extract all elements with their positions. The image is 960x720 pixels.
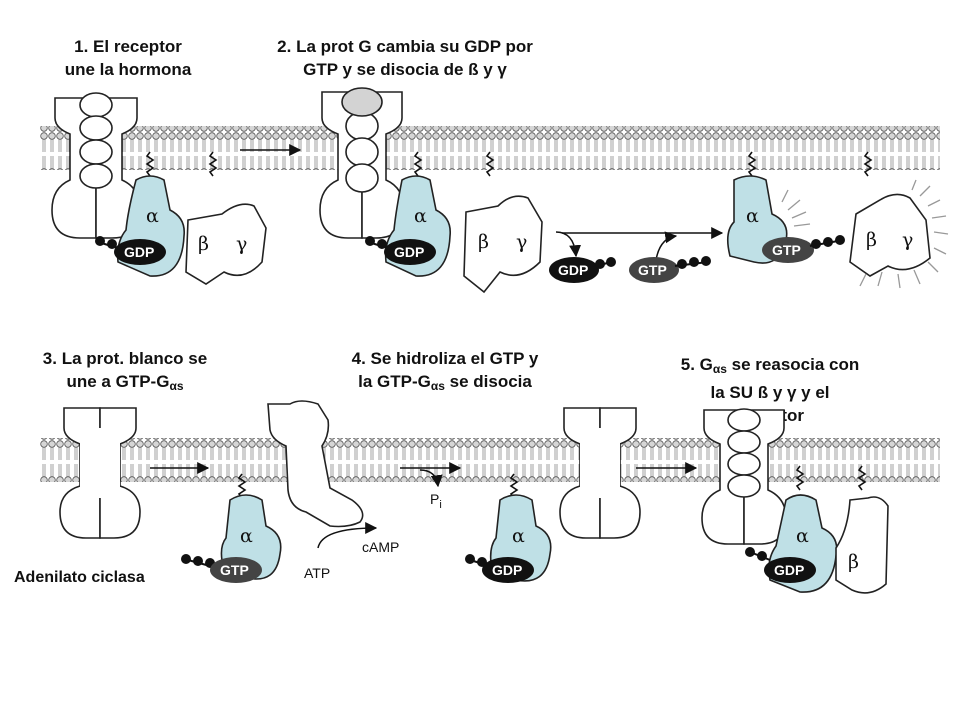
- gdp-text-step4: GDP: [492, 562, 522, 578]
- gbeta-gamma-free: [849, 193, 931, 277]
- gamma-label-1: γ: [236, 233, 247, 255]
- step3-line1: La prot. blanco se: [61, 349, 208, 368]
- pi-label: Pi: [430, 491, 442, 511]
- gdp-text-1: GDP: [124, 244, 154, 260]
- step4-caption: 4. Se hidroliza el GTP y la GTP-Gαs se d…: [320, 347, 570, 398]
- pi-p: P: [430, 491, 439, 507]
- free-gdp-text: GDP: [558, 262, 588, 278]
- step2-caption: 2. La prot G cambia su GDP por GTP y se …: [230, 35, 580, 81]
- receptor-step2: [319, 91, 405, 239]
- step4-tail: se disocia: [444, 372, 532, 391]
- receptor-step4: [559, 407, 641, 539]
- hormone: [341, 87, 383, 117]
- lipid-anchor-9: [795, 465, 805, 491]
- alpha-label-1: α: [146, 205, 159, 227]
- adenylate-cyclase: [267, 400, 364, 528]
- step5-line2: la SU ß y γ y el: [710, 383, 830, 402]
- lipid-anchor-7: [237, 473, 247, 499]
- pi-sub: i: [439, 499, 441, 511]
- atp-camp-arrow: [317, 522, 378, 549]
- gdp-text-step5: GDP: [774, 562, 804, 578]
- step5-line1: G: [699, 355, 713, 374]
- camp-label: cAMP: [362, 539, 399, 555]
- alpha-label-6: α: [796, 525, 809, 547]
- alpha-label-3: α: [746, 205, 759, 227]
- gtp-bound-active: GTP: [762, 235, 845, 263]
- lipid-anchor-8: [509, 473, 519, 499]
- receptor-step5: [701, 408, 787, 545]
- gamma-label-3: γ: [902, 229, 913, 251]
- step3-line2: une a GTP-G: [66, 372, 170, 391]
- lipid-anchor-3: [413, 151, 423, 177]
- step1-caption: 1. El receptor une la hormona: [38, 35, 218, 81]
- gbeta-gamma-step5: [835, 496, 889, 594]
- beta-label-2: β: [478, 231, 489, 253]
- gas-activation-spikes: [781, 189, 811, 227]
- gdp-text-2: GDP: [394, 244, 424, 260]
- beta-label-4: β: [848, 551, 859, 573]
- gtp-entry-arrow: [655, 231, 678, 261]
- membrane-top: [40, 126, 940, 170]
- receptor-step1: [51, 92, 141, 239]
- step4-line2: la GTP-G: [358, 372, 431, 391]
- lipid-anchor-2: [208, 151, 218, 177]
- beta-label-1: β: [198, 233, 209, 255]
- gdp-bound-step5: GDP: [745, 547, 816, 583]
- atp-label: ATP: [304, 565, 330, 581]
- step2-line1: La prot G cambia su GDP por: [296, 37, 533, 56]
- pi-release-arrow: [419, 469, 443, 488]
- step4-subscript: αs: [430, 379, 445, 393]
- step1-line1: El receptor: [93, 37, 182, 56]
- lipid-anchor-10: [857, 465, 867, 491]
- step1-line2: une la hormona: [64, 60, 192, 79]
- step1-num: 1.: [74, 37, 89, 56]
- lipid-anchor-4: [485, 151, 495, 177]
- gbg-activation-spikes: [859, 179, 949, 289]
- gbeta-gamma-step1: [185, 203, 267, 285]
- lipid-anchor-5: [747, 151, 757, 177]
- step2-line2: GTP y se disocia de ß y γ: [303, 60, 507, 79]
- lipid-anchor-1: [145, 151, 155, 177]
- step5-num: 5.: [680, 355, 695, 374]
- gbeta-gamma-step2: [463, 195, 543, 294]
- step3-subscript: αs: [169, 379, 184, 393]
- adenylate-label: Adenilato ciclasa: [14, 569, 145, 586]
- free-gtp-text: GTP: [638, 262, 667, 278]
- gtp-text-step3: GTP: [220, 562, 249, 578]
- receptor-step3: [59, 407, 141, 539]
- membrane-bottom: [40, 438, 940, 482]
- step4-line1: Se hidroliza el GTP y: [370, 349, 539, 368]
- step3-caption: 3. La prot. blanco se une a GTP-Gαs: [10, 347, 240, 398]
- gdp-release-arrow: [555, 231, 582, 258]
- alpha-label-2: α: [414, 205, 427, 227]
- gdp-bound-1: GDP: [95, 236, 166, 265]
- gdp-bound-step4: GDP: [465, 554, 534, 583]
- gtp-text-active: GTP: [772, 242, 801, 258]
- free-gdp: GDP: [549, 257, 616, 283]
- beta-label-3: β: [866, 229, 877, 251]
- step5-subscript: αs: [712, 362, 727, 376]
- step3-num: 3.: [42, 349, 57, 368]
- alpha-label-5: α: [512, 525, 525, 547]
- alpha-label-4: α: [240, 525, 253, 547]
- step2-num: 2.: [277, 37, 292, 56]
- lipid-anchor-6: [863, 151, 873, 177]
- gamma-label-2: γ: [516, 231, 527, 253]
- step4-num: 4.: [351, 349, 366, 368]
- gtp-bound-step3: GTP: [181, 554, 262, 583]
- free-gtp: GTP: [629, 256, 711, 283]
- gdp-bound-2: GDP: [365, 236, 436, 265]
- step5-line1-tail: se reasocia con: [726, 355, 860, 374]
